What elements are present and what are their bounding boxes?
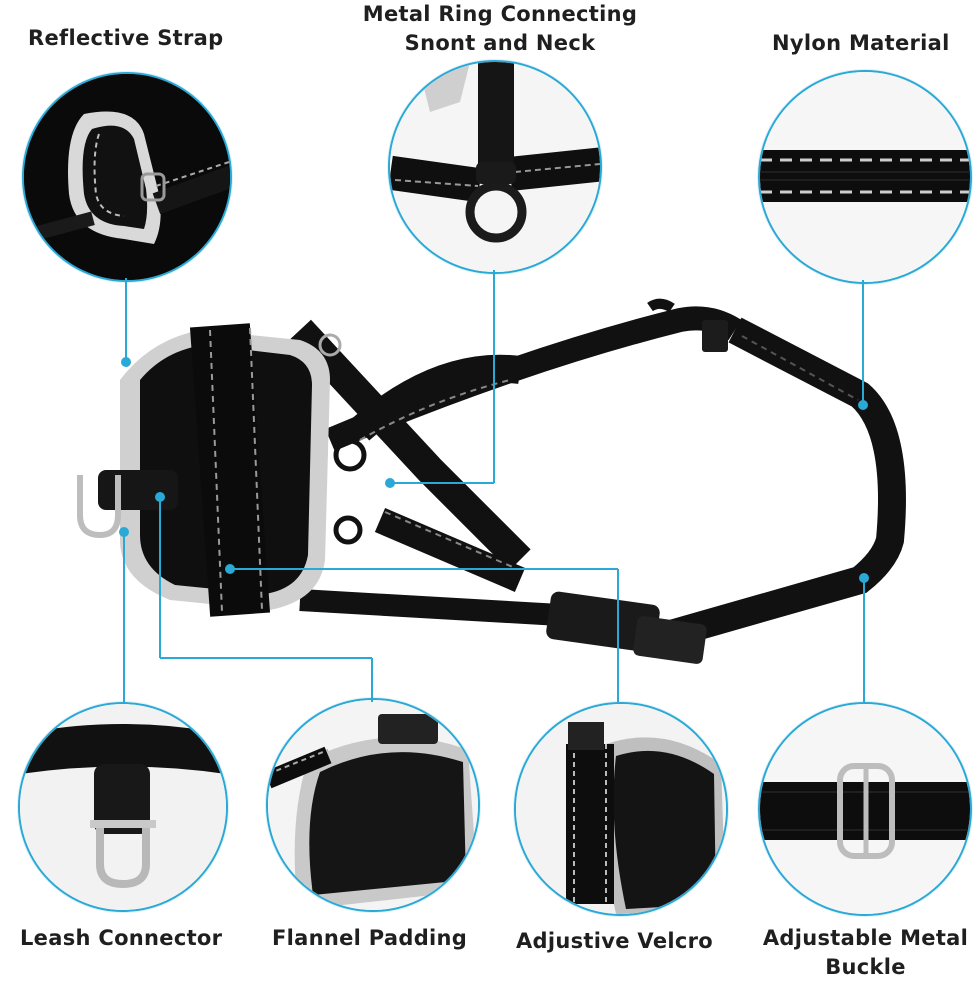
d-ring-closeup xyxy=(18,702,228,912)
label-leash-connector: Leash Connector xyxy=(20,926,223,950)
reflective-strap-icon xyxy=(24,74,230,280)
velcro-closeup xyxy=(514,702,728,916)
metal-ring-icon xyxy=(390,62,600,272)
flannel-padding-closeup xyxy=(266,698,480,912)
label-adjustable-buckle: Adjustable Metal Buckle xyxy=(758,924,973,982)
label-adjustive-velcro: Adjustive Velcro xyxy=(516,929,713,953)
label-adjustable-buckle-line1: Adjustable Metal xyxy=(762,926,969,950)
reflective-strap-closeup xyxy=(22,72,232,282)
label-metal-ring: Metal Ring Connecting Snont and Neck xyxy=(350,0,650,58)
label-reflective-strap: Reflective Strap xyxy=(28,26,224,50)
label-adjustable-buckle-line2: Buckle xyxy=(825,955,906,979)
label-metal-ring-line2: Snont and Neck xyxy=(404,31,596,55)
nylon-strap-closeup xyxy=(758,70,972,284)
velcro-icon xyxy=(516,704,726,914)
label-flannel-padding: Flannel Padding xyxy=(272,926,468,950)
label-metal-ring-line1: Metal Ring Connecting xyxy=(362,2,638,26)
label-nylon-material: Nylon Material xyxy=(772,31,950,55)
nylon-strap-icon xyxy=(760,72,970,282)
metal-buckle-icon xyxy=(760,704,970,914)
metal-buckle-closeup xyxy=(758,702,972,916)
metal-ring-closeup xyxy=(388,60,602,274)
flannel-padding-icon xyxy=(268,700,478,910)
d-ring-icon xyxy=(20,704,226,910)
